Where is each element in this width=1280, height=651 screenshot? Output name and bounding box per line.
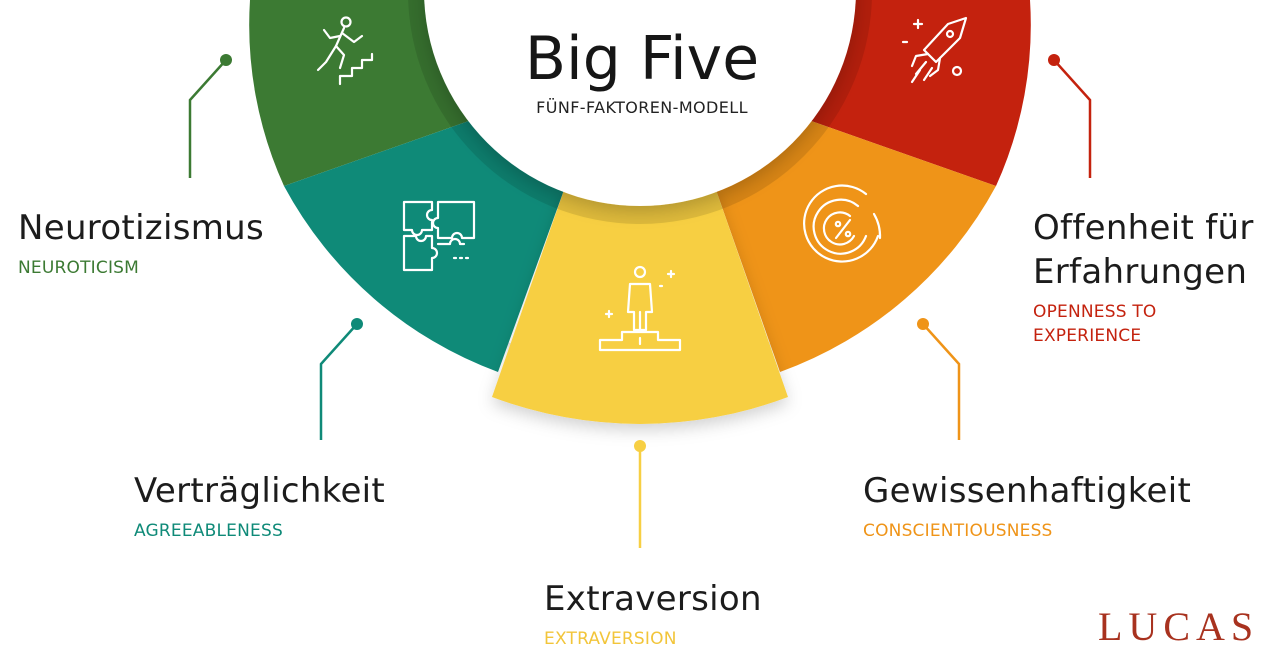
person-climbing-stairs-icon (316, 16, 374, 86)
label-conscientiousness-de: Gewissenhaftigkeit (863, 471, 1192, 511)
label-extraversion-de: Extraversion (544, 579, 762, 619)
dot-extraversion (634, 440, 646, 452)
label-neuroticism-de: Neurotizismus (18, 208, 265, 248)
label-agreeableness-en: AGREEABLENESS (134, 521, 283, 541)
dot-conscientiousness (917, 318, 929, 330)
label-neuroticism: Neurotizismus NEUROTICISM (18, 206, 264, 280)
brand-logo-text: LUCAS (1098, 604, 1260, 649)
diagram-title: Big Five (524, 24, 760, 94)
person-on-podium-icon (598, 265, 682, 352)
puzzle-pieces-icon (402, 200, 476, 272)
label-agreeableness: Verträglichkeit AGREEABLENESS (134, 469, 385, 543)
label-openness-en: OPENNESS TO EXPERIENCE (1033, 302, 1157, 346)
dot-neuroticism (220, 54, 232, 66)
diagram-subtitle: FÜNF-FAKTOREN-MODELL (536, 98, 748, 117)
connector-neuroticism (188, 59, 227, 178)
dot-openness (1048, 54, 1060, 66)
segment-conscientiousness (716, 110, 996, 372)
center-disc (424, 0, 856, 206)
rocket-icon (901, 16, 968, 84)
segment-extraversion (492, 190, 788, 424)
connector-openness (1053, 59, 1092, 178)
connector-agreeableness (319, 323, 358, 440)
label-neuroticism-en: NEUROTICISM (18, 258, 140, 278)
connector-conscientiousness (922, 323, 961, 440)
label-conscientiousness-en: CONSCIENTIOUSNESS (863, 521, 1053, 541)
label-agreeableness-de: Verträglichkeit (134, 471, 386, 511)
label-conscientiousness: Gewissenhaftigkeit CONSCIENTIOUSNESS (863, 469, 1191, 543)
target-percent-icon (803, 184, 882, 263)
label-openness-de: Offenheit für Erfahrungen (1033, 208, 1254, 292)
label-openness: Offenheit für Erfahrungen OPENNESS TO EX… (1033, 206, 1273, 348)
dot-agreeableness (351, 318, 363, 330)
label-extraversion-en: EXTRAVERSION (544, 629, 677, 649)
